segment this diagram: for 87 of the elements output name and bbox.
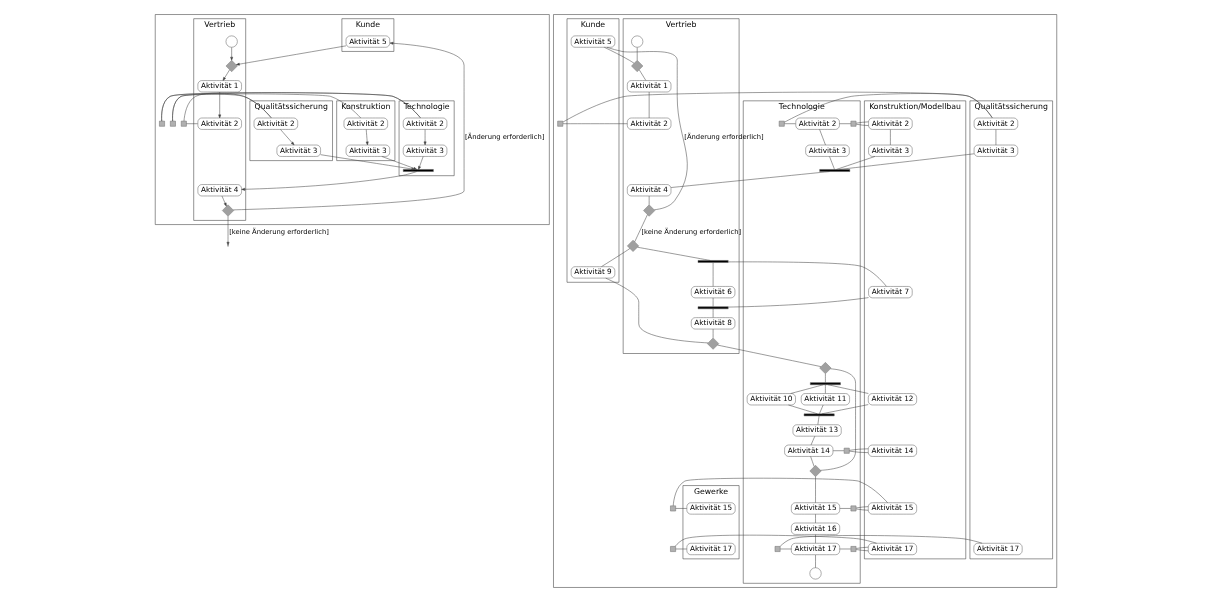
- connector: [171, 93, 361, 122]
- connector: [562, 123, 628, 124]
- connector: [790, 384, 824, 394]
- connector: [783, 123, 796, 124]
- node-diamond: [706, 337, 719, 350]
- connector: [183, 92, 271, 122]
- connector: [814, 534, 816, 544]
- node-box: [158, 120, 165, 127]
- connector: [675, 508, 687, 509]
- connector: [716, 344, 821, 367]
- arrow: [226, 216, 229, 246]
- connector: [835, 156, 875, 170]
- node-circle: [630, 35, 643, 48]
- arrow: [222, 69, 230, 81]
- connector: [855, 121, 869, 126]
- connector: [824, 384, 826, 394]
- node-box: [669, 546, 676, 552]
- connector: [814, 476, 816, 503]
- connector: [636, 247, 710, 261]
- arrow: [240, 171, 417, 191]
- connector: [727, 261, 887, 287]
- node-bar: [803, 413, 834, 417]
- node-box: [556, 120, 563, 127]
- connector: [633, 214, 648, 243]
- connector: [562, 91, 992, 123]
- connector: [824, 373, 826, 383]
- node-diamond: [626, 239, 639, 252]
- connector: [838, 153, 974, 170]
- connector: [848, 448, 868, 453]
- connector: [670, 171, 830, 188]
- arrow: [417, 156, 423, 170]
- node-box: [850, 546, 856, 552]
- connector: [672, 477, 888, 507]
- connector: [839, 508, 851, 509]
- connector: [787, 404, 818, 415]
- node-bar: [697, 260, 728, 263]
- node-box: [850, 120, 856, 127]
- connector: [814, 554, 816, 568]
- node-diamond: [809, 465, 821, 477]
- cluster: [552, 14, 1057, 588]
- connector: [821, 404, 868, 415]
- arrow: [423, 129, 426, 146]
- connector: [600, 248, 630, 267]
- node-bar: [809, 382, 841, 385]
- connector: [814, 513, 816, 524]
- connector: [606, 47, 688, 210]
- connector: [855, 546, 868, 552]
- node-box: [169, 120, 176, 127]
- node-box: [850, 505, 856, 512]
- connector: [817, 415, 819, 425]
- connector: [818, 129, 826, 146]
- arrow: [221, 195, 227, 207]
- arrow: [232, 41, 464, 211]
- node-diamond: [642, 204, 655, 217]
- node-diamond: [630, 60, 643, 72]
- node-circle: [809, 567, 821, 580]
- cluster: [154, 14, 550, 225]
- connector: [605, 277, 708, 344]
- node-box: [180, 120, 187, 127]
- connector: [636, 47, 637, 61]
- connector: [712, 297, 713, 307]
- connector: [819, 368, 856, 471]
- node-box: [843, 447, 850, 454]
- connector: [674, 534, 877, 547]
- connector: [809, 456, 814, 467]
- arrow: [365, 129, 369, 146]
- connector: [827, 384, 869, 394]
- arrow: [229, 47, 233, 61]
- connector: [712, 308, 713, 318]
- connector: [828, 156, 835, 170]
- node-box: [778, 120, 785, 127]
- connector: [818, 404, 823, 414]
- node-circle: [225, 35, 238, 48]
- connector: [855, 506, 868, 511]
- connector: [603, 47, 634, 64]
- node-bar: [818, 169, 850, 172]
- node-diamond: [818, 362, 831, 375]
- connector: [185, 123, 198, 124]
- connector: [889, 129, 891, 146]
- connector: [648, 91, 649, 119]
- node-box: [774, 546, 780, 552]
- node-box: [669, 505, 676, 512]
- arrow: [279, 129, 294, 146]
- arrow: [235, 45, 346, 66]
- connector: [712, 262, 713, 287]
- node-bar: [697, 306, 728, 310]
- connector: [727, 297, 869, 308]
